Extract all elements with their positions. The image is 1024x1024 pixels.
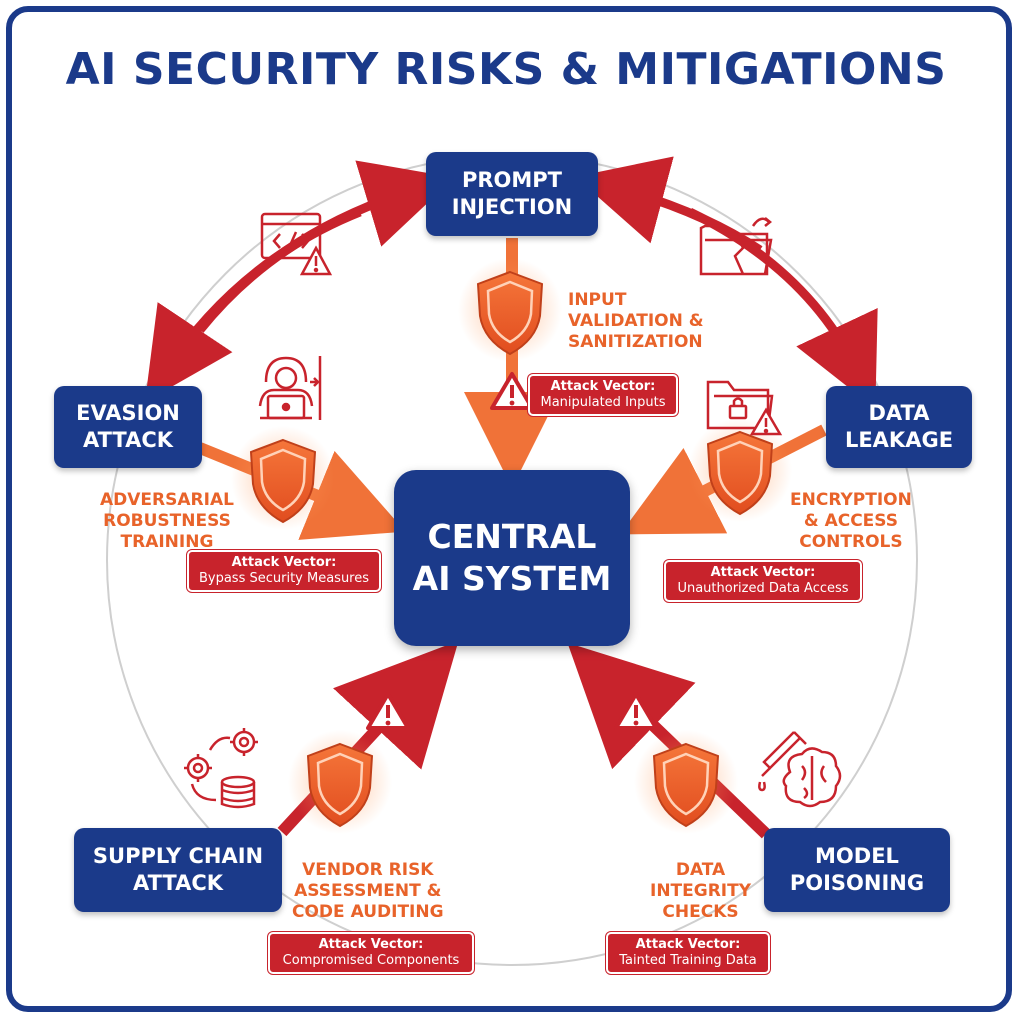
- attack-vector-value: Manipulated Inputs: [540, 395, 666, 410]
- attack-vector-heading: Attack Vector:: [710, 565, 816, 580]
- attack-vector-badge: Attack Vector: Tainted Training Data: [606, 932, 770, 974]
- node-label: MODEL POISONING: [789, 844, 925, 895]
- node-central-ai-system: CENTRAL AI SYSTEM: [394, 470, 630, 646]
- attack-vector-badge: Attack Vector: Bypass Security Measures: [187, 550, 381, 592]
- mitigation-adversarial-training: ADVERSARIAL ROBUSTNESS TRAINING: [100, 490, 234, 552]
- attack-vector-heading: Attack Vector:: [231, 555, 337, 570]
- mitigation-data-integrity: DATA INTEGRITY CHECKS: [650, 860, 752, 922]
- node-label: SUPPLY CHAIN ATTACK: [92, 844, 264, 895]
- shield-icon: [458, 258, 562, 362]
- shield-icon: [634, 730, 738, 834]
- page-title: AI SECURITY RISKS & MITIGATIONS: [65, 44, 947, 95]
- node-label: DATA LEAKAGE: [844, 401, 954, 452]
- mitigation-encryption-access: ENCRYPTION & ACCESS CONTROLS: [790, 490, 912, 552]
- node-model-poisoning: MODEL POISONING: [764, 828, 950, 912]
- gears-database-icon: [184, 728, 258, 809]
- attack-vector-value: Tainted Training Data: [619, 953, 757, 968]
- syringe-brain-icon: [758, 731, 842, 808]
- attack-vector-value: Bypass Security Measures: [198, 571, 370, 586]
- shield-icon: [288, 730, 392, 834]
- hacker-laptop-icon: [258, 356, 322, 420]
- warning-triangle-icon: [614, 692, 658, 730]
- shield-icon: [231, 426, 335, 530]
- attack-vector-badge: Attack Vector: Unauthorized Data Access: [664, 560, 862, 602]
- warning-triangle-icon: [366, 692, 410, 730]
- node-evasion-attack: EVASION ATTACK: [54, 386, 202, 468]
- node-label: PROMPT INJECTION: [451, 168, 573, 219]
- attack-vector-heading: Attack Vector:: [635, 937, 741, 952]
- broken-folder-icon: [699, 217, 773, 276]
- central-label: CENTRAL AI SYSTEM: [412, 517, 612, 598]
- attack-vector-value: Compromised Components: [282, 953, 460, 968]
- arrow-prompt-to-leakage: [688, 207, 878, 409]
- arrow-prompt-to-evasion: [144, 207, 362, 402]
- attack-vector-value: Unauthorized Data Access: [677, 581, 849, 596]
- locked-folder-icon: [706, 380, 783, 436]
- attack-vector-heading: Attack Vector:: [550, 379, 656, 394]
- shield-icon: [688, 418, 792, 522]
- mitigation-vendor-risk: VENDOR RISK ASSESSMENT & CODE AUDITING: [292, 860, 444, 922]
- node-prompt-injection: PROMPT INJECTION: [426, 152, 598, 236]
- attack-vector-badge: Attack Vector: Manipulated Inputs: [528, 374, 678, 416]
- warning-triangle-icon: [490, 372, 534, 410]
- attack-vector-heading: Attack Vector:: [318, 937, 424, 952]
- code-window-warning-icon: [260, 212, 333, 276]
- node-label: EVASION ATTACK: [76, 401, 180, 452]
- node-data-leakage: DATA LEAKAGE: [826, 386, 972, 468]
- attack-vector-badge: Attack Vector: Compromised Components: [268, 932, 474, 974]
- mitigation-input-validation: INPUT VALIDATION & SANITIZATION: [568, 290, 704, 352]
- node-supply-chain-attack: SUPPLY CHAIN ATTACK: [74, 828, 282, 912]
